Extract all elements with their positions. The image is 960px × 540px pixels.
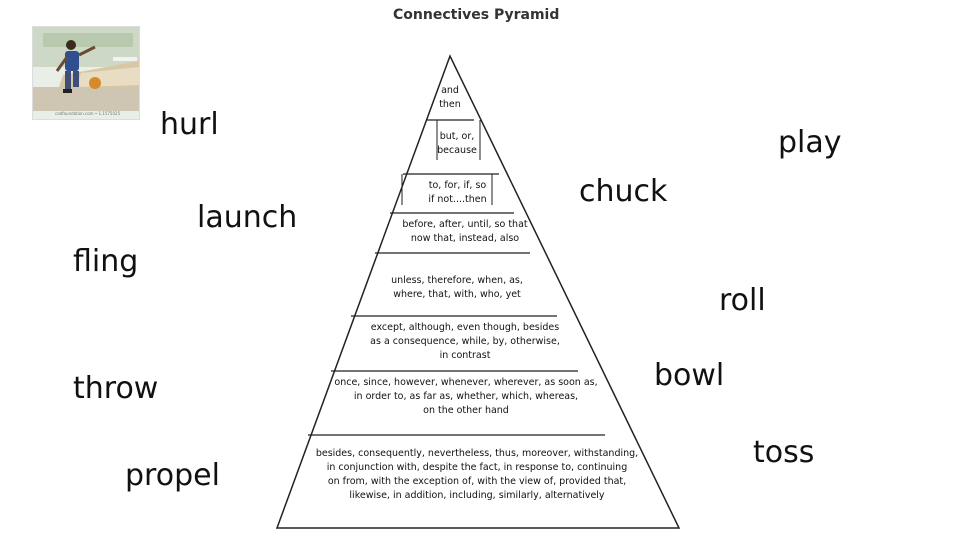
bowling-photo: cadfoundation.com • 1.1575025 (32, 26, 140, 120)
word-play: play (778, 125, 842, 160)
tier-2: but, or, because (417, 130, 497, 158)
word-fling: fling (73, 244, 139, 279)
tier-6: except, although, even though, besides a… (346, 321, 584, 363)
tier-6-line: as a consequence, while, by, otherwise, (370, 336, 560, 347)
tier-8-line: in conjunction with, despite the fact, i… (326, 462, 628, 473)
tier-3-line: if not....then (428, 194, 487, 205)
pyramid-outline (275, 54, 681, 529)
word-chuck: chuck (579, 174, 668, 209)
tier-7-line: on the other hand (423, 405, 509, 416)
word-launch: launch (197, 200, 298, 235)
tier-2-line: because (437, 145, 477, 156)
tier-7-line: in order to, as far as, whether, which, … (353, 391, 579, 402)
word-throw: throw (73, 371, 159, 406)
word-toss: toss (753, 435, 815, 470)
word-hurl: hurl (160, 107, 219, 142)
tier-6-line: in contrast (439, 350, 491, 361)
word-propel: propel (125, 458, 220, 493)
diagram-title: Connectives Pyramid (393, 7, 560, 23)
tier-8-line: on from, with the exception of, with the… (327, 476, 627, 487)
tier-3: to, for, if, so if not....then (400, 179, 515, 207)
tier-1: and then (430, 84, 470, 112)
tier-1-line: and (441, 85, 459, 96)
tier-4: before, after, until, so that now that, … (385, 218, 545, 246)
tier-7-line: once, since, however, whenever, wherever… (334, 377, 598, 388)
tier-5-line: unless, therefore, when, as, (391, 275, 523, 286)
tier-4-line: now that, instead, also (410, 233, 520, 244)
tier-5-line: where, that, with, who, yet (393, 289, 521, 300)
photo-caption: cadfoundation.com • 1.1575025 (55, 111, 121, 116)
tier-1-line: then (439, 99, 461, 110)
tier-8: besides, consequently, nevertheless, thu… (296, 447, 658, 503)
word-bowl: bowl (654, 358, 725, 393)
word-roll: roll (719, 283, 766, 318)
tier-7: once, since, however, whenever, wherever… (318, 376, 614, 418)
tier-8-line: likewise, in addition, including, simila… (349, 490, 605, 501)
tier-2-line: but, or, (439, 131, 475, 142)
tier-8-line: besides, consequently, nevertheless, thu… (315, 448, 639, 459)
tier-5: unless, therefore, when, as, where, that… (372, 274, 542, 302)
tier-6-line: except, although, even though, besides (370, 322, 560, 333)
tier-3-line: to, for, if, so (428, 180, 487, 191)
tier-4-line: before, after, until, so that (402, 219, 528, 230)
